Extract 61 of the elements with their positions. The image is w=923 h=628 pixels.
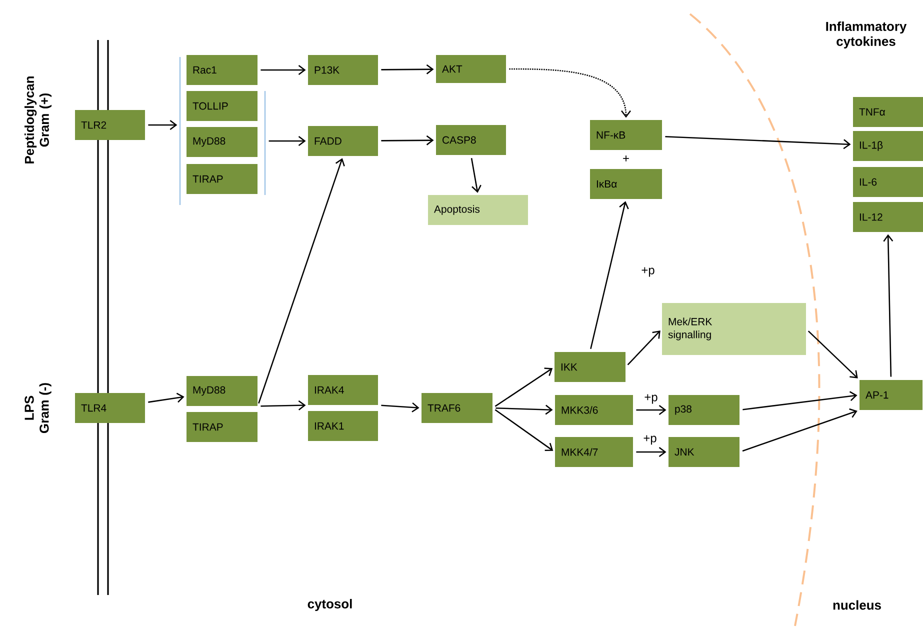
process-box: IRAK1 (308, 411, 378, 441)
process-box: Apoptosis (428, 195, 528, 225)
arrow (258, 158, 345, 404)
process-box: FADD (308, 126, 378, 156)
process-box: NF-κB (590, 120, 662, 150)
process-box: Rac1 (186, 55, 258, 85)
process-box: p38 (668, 395, 740, 425)
arrow (148, 392, 184, 403)
arrow (381, 64, 434, 74)
arrow (148, 120, 178, 130)
process-box: TLR2 (75, 110, 145, 140)
arrow (883, 234, 894, 377)
process-box: MKK3/6 (555, 395, 633, 425)
process-box: IL-6 (853, 167, 923, 197)
process-box: AP-1 (860, 380, 922, 410)
arrow (496, 404, 553, 415)
edge-label: +p (640, 266, 656, 278)
arrow (260, 400, 306, 410)
process-box: MyD88 (186, 376, 258, 406)
arrow (260, 65, 306, 75)
arrow (742, 391, 858, 410)
arrow (808, 330, 858, 378)
side-label: LPS Gram (-) (24, 383, 52, 433)
process-box: IL-12 (853, 202, 923, 232)
edge-label: +p (643, 393, 659, 405)
arrow (636, 447, 666, 457)
arrow (742, 408, 858, 452)
process-box: IL-1β (853, 131, 923, 161)
plus-sign: + (623, 156, 629, 162)
arrow (665, 136, 851, 150)
process-box: TRAF6 (422, 393, 492, 423)
arrow (381, 135, 434, 146)
region-label: cytosol (308, 598, 352, 612)
process-box: IκBα (590, 169, 662, 199)
process-box: TOLLIP (186, 91, 258, 121)
process-box: MKK4/7 (555, 437, 633, 467)
edge-label: +p (642, 434, 658, 446)
process-box: AKT (436, 55, 506, 83)
arrow (627, 330, 660, 366)
process-box: IKK (554, 352, 626, 382)
arrow (494, 409, 554, 452)
process-box: TNFα (853, 97, 923, 127)
process-box: P13K (308, 55, 378, 85)
process-box: TIRAP (186, 412, 258, 442)
arrow (636, 405, 666, 415)
process-box: TIRAP (186, 164, 258, 194)
arrow (590, 201, 629, 350)
arrow (470, 158, 482, 193)
process-box: Mek/ERK signalling (662, 303, 806, 355)
process-box: MyD88 (186, 127, 258, 157)
arrow (509, 68, 631, 118)
process-box: IRAK4 (308, 375, 378, 405)
process-box: CASP8 (436, 125, 506, 155)
region-label: nucleus (833, 600, 881, 610)
arrow (494, 368, 553, 407)
arrow (268, 136, 306, 146)
side-label: Peptidoglycan Gram (+) (24, 76, 52, 164)
process-box: TLR4 (75, 393, 145, 423)
arrow (381, 402, 420, 412)
heading: Inflammatory cytokines (826, 21, 907, 48)
process-box: JNK (668, 437, 740, 467)
